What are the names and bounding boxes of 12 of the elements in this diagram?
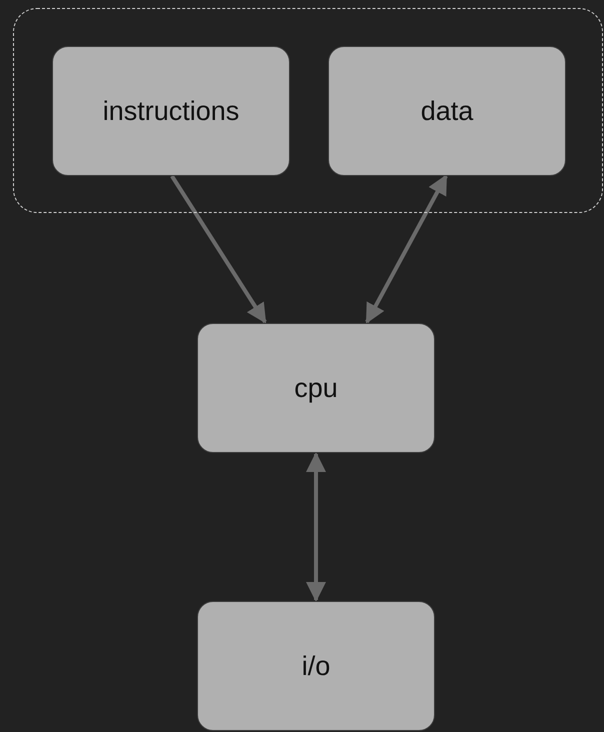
process-box	[197, 323, 435, 453]
process-box	[197, 601, 435, 731]
node-label: cpu	[294, 372, 338, 404]
node-label: i/o	[302, 650, 330, 682]
dashed-group-frame	[13, 8, 603, 213]
arrow	[306, 452, 326, 602]
arrow	[170, 174, 267, 324]
arrow	[365, 174, 448, 324]
process-box	[328, 46, 566, 176]
node-label: instructions	[102, 96, 240, 126]
node-label: data	[420, 96, 474, 126]
process-box	[52, 46, 290, 176]
